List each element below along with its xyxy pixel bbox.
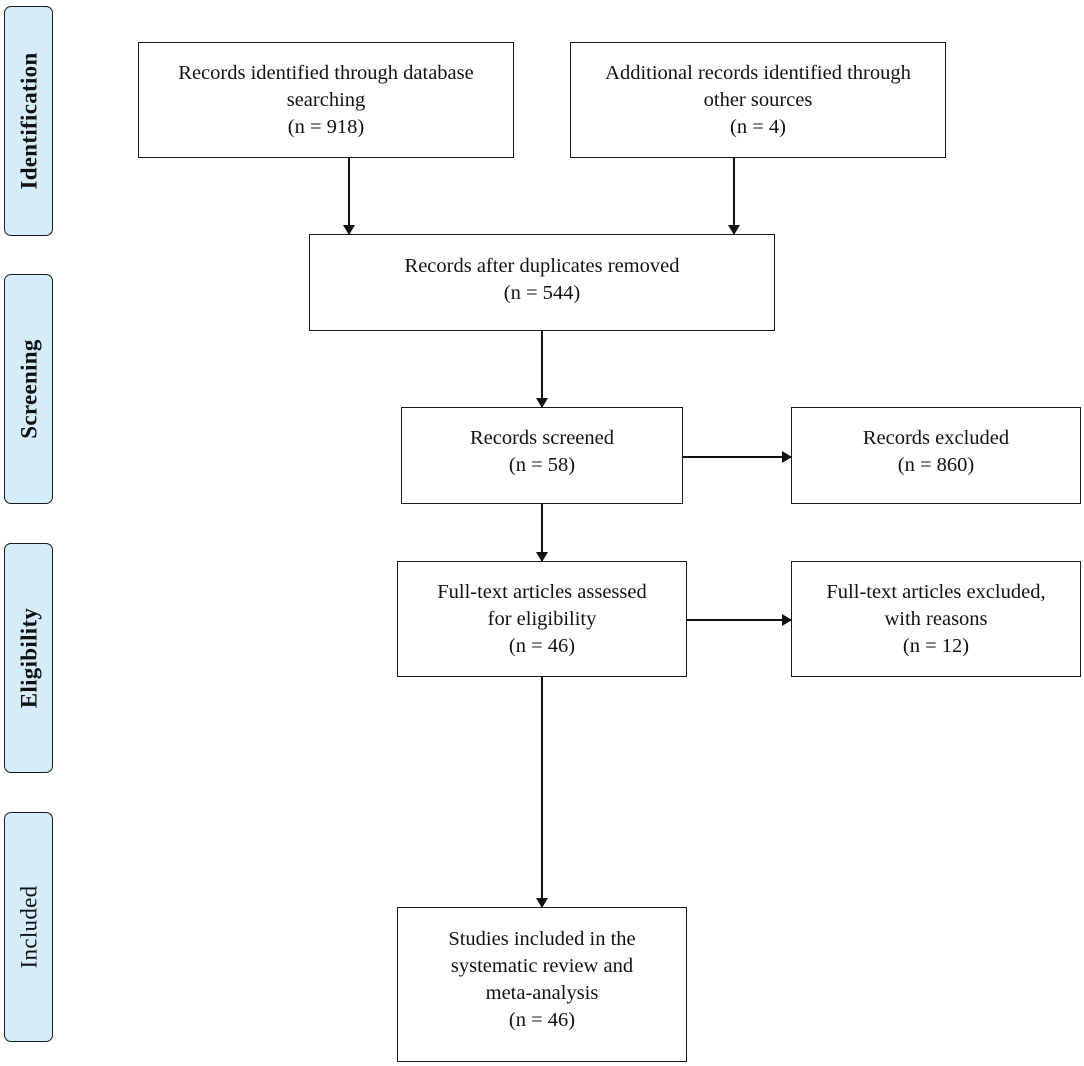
box-other-sources-line1: Additional records identified through bbox=[605, 62, 911, 84]
box-records-screened-count: (n = 58) bbox=[508, 454, 576, 476]
box-included-studies-count: (n = 46) bbox=[508, 1009, 576, 1031]
box-other-sources: Additional records identified through ot… bbox=[570, 42, 946, 158]
box-records-screened: Records screened (n = 58) bbox=[401, 407, 683, 504]
box-duplicates-removed-line1: Records after duplicates removed bbox=[404, 255, 680, 277]
box-records-excluded: Records excluded (n = 860) bbox=[791, 407, 1081, 504]
box-fulltext-excluded-line1: Full-text articles excluded, bbox=[826, 581, 1046, 603]
box-database-records-count: (n = 918) bbox=[287, 116, 365, 138]
box-database-records: Records identified through database sear… bbox=[138, 42, 514, 158]
box-duplicates-removed-count: (n = 544) bbox=[503, 282, 581, 304]
box-duplicates-removed: Records after duplicates removed (n = 54… bbox=[309, 234, 775, 331]
box-included-studies-line3: meta-analysis bbox=[485, 982, 599, 1004]
phase-identification: Identification bbox=[4, 6, 53, 236]
box-fulltext-assessed: Full-text articles assessed for eligibil… bbox=[397, 561, 687, 677]
box-included-studies-line2: systematic review and bbox=[450, 955, 634, 977]
phase-included: Included bbox=[4, 812, 53, 1042]
box-fulltext-excluded: Full-text articles excluded, with reason… bbox=[791, 561, 1081, 677]
box-other-sources-line2: other sources bbox=[703, 89, 813, 111]
phase-screening: Screening bbox=[4, 274, 53, 504]
box-records-screened-line1: Records screened bbox=[469, 427, 614, 449]
box-fulltext-assessed-line1: Full-text articles assessed bbox=[437, 581, 647, 603]
box-fulltext-excluded-count: (n = 12) bbox=[902, 635, 970, 657]
box-included-studies-line1: Studies included in the bbox=[448, 928, 636, 950]
box-fulltext-excluded-line2: with reasons bbox=[884, 608, 988, 630]
box-records-excluded-line1: Records excluded bbox=[862, 427, 1010, 449]
box-database-records-line2: searching bbox=[286, 89, 366, 111]
box-fulltext-assessed-line2: for eligibility bbox=[487, 608, 597, 630]
box-other-sources-count: (n = 4) bbox=[730, 116, 786, 138]
box-fulltext-assessed-count: (n = 46) bbox=[508, 635, 576, 657]
phase-eligibility: Eligibility bbox=[4, 543, 53, 773]
box-database-records-line1: Records identified through database bbox=[178, 62, 474, 84]
box-records-excluded-count: (n = 860) bbox=[897, 454, 975, 476]
box-included-studies: Studies included in the systematic revie… bbox=[397, 907, 687, 1062]
